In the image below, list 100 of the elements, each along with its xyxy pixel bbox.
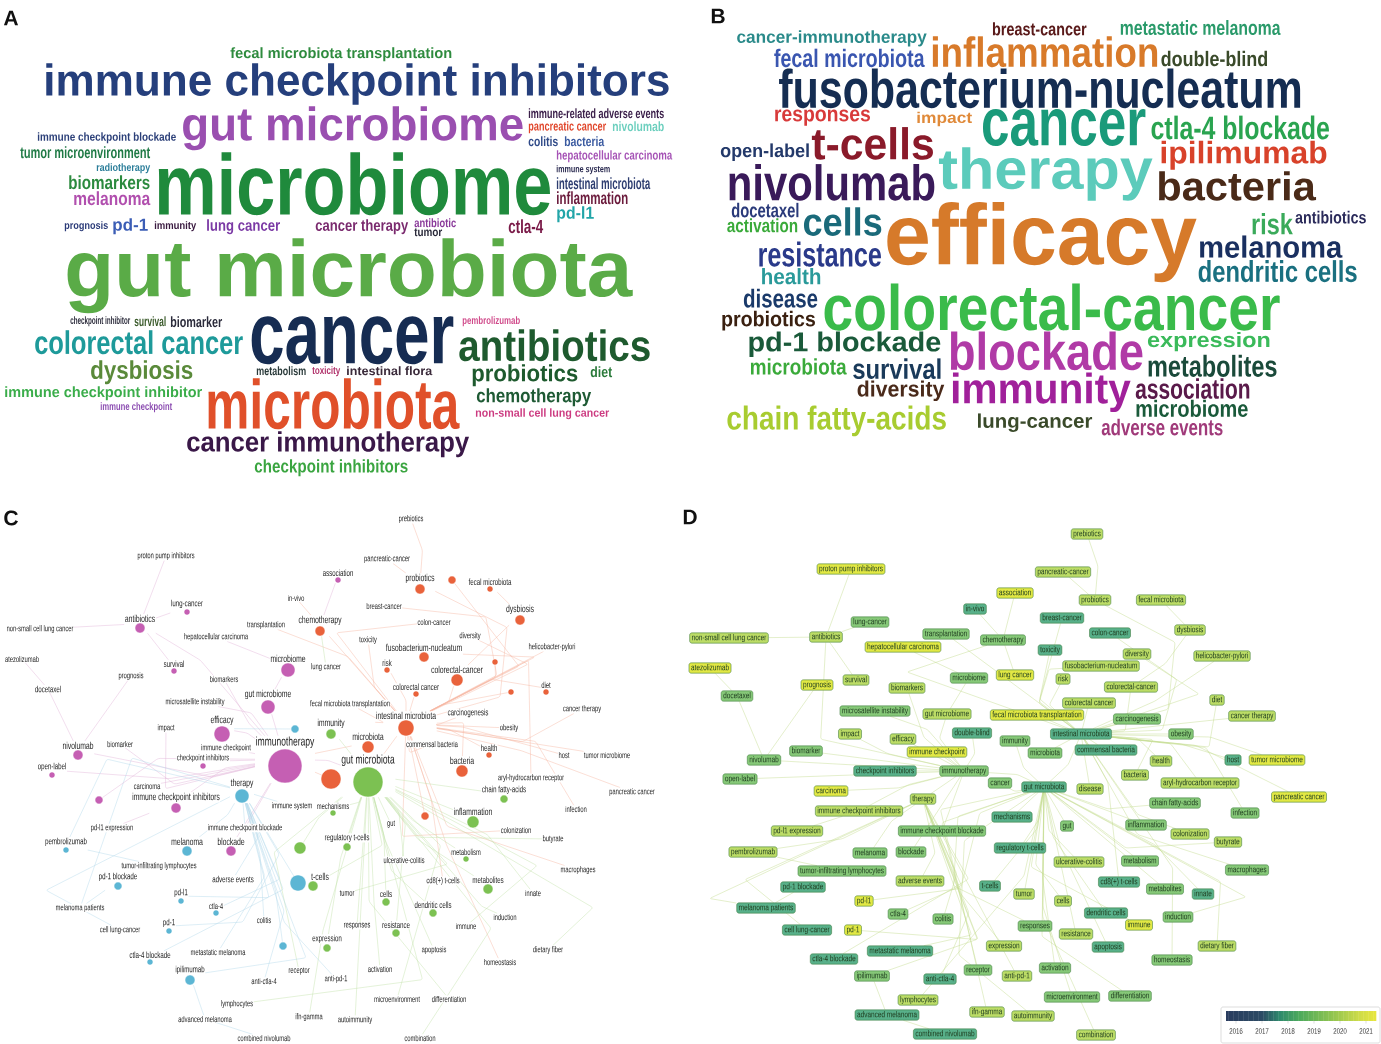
keyword-label: adverse events xyxy=(211,875,255,883)
keyword-label: advanced melanoma xyxy=(177,1015,233,1023)
link-line xyxy=(165,732,256,789)
cloud-word: nivolumab xyxy=(612,121,664,132)
link-line xyxy=(321,636,326,663)
cloud-word: antibiotics xyxy=(1295,210,1366,224)
link-line xyxy=(436,725,559,754)
link-line xyxy=(155,633,265,736)
keyword-node: regulatory t-cells xyxy=(324,833,370,852)
panel-letter: C xyxy=(4,510,18,526)
link-line xyxy=(841,627,855,632)
cloud-word: risk xyxy=(1252,213,1293,235)
link-line xyxy=(412,523,423,574)
cloud-word: docetaxel xyxy=(731,202,799,218)
keyword-label: macrophages xyxy=(560,865,596,875)
keyword-tag: immune checkpoint xyxy=(906,746,968,758)
link-line xyxy=(868,776,943,806)
cloud-word: inflammation xyxy=(932,36,1158,68)
keyword-label: toxicity xyxy=(358,635,378,645)
link-line xyxy=(314,759,341,766)
link-line xyxy=(368,644,396,712)
keyword-tag: inflammation xyxy=(1125,819,1167,831)
keyword-node: blockade xyxy=(217,837,245,857)
cloud-word: immune checkpoint blockade xyxy=(37,132,176,144)
cloud-word: cancer xyxy=(982,109,1146,147)
cloud-word: metastatic melanoma xyxy=(1120,20,1281,35)
keyword-tag: dietary fiber xyxy=(1197,940,1237,952)
keyword-node: pd-1 xyxy=(162,918,176,935)
link-line xyxy=(395,788,531,890)
keyword-label: microenvironment xyxy=(373,995,421,1003)
cloud-word: biomarkers xyxy=(69,175,150,190)
link-line xyxy=(253,794,278,802)
node-label: diet xyxy=(541,681,551,689)
link-line xyxy=(1004,598,1014,635)
node-label: ipilimumab xyxy=(175,965,205,975)
keyword-label: commensal bacteria xyxy=(405,740,459,748)
link-line xyxy=(389,797,456,849)
keyword-tag: microbiota xyxy=(1027,747,1063,759)
cloud-word: lung cancer xyxy=(207,219,280,235)
keyword-tag: breast-cancer xyxy=(1040,612,1085,624)
cloud-word: ctla-4 xyxy=(508,219,544,234)
keyword-tag: prognosis xyxy=(800,679,834,691)
cloud-word: health xyxy=(762,268,821,285)
keyword-tag: expression xyxy=(986,940,1022,952)
keyword-tag: immunotherapy xyxy=(939,765,989,777)
keyword-node: microbiome xyxy=(270,654,306,678)
link-line xyxy=(1111,737,1243,808)
keyword-node: immune checkpoint inhibitors xyxy=(131,792,221,814)
cloud-word: immune-related adverse events xyxy=(528,108,664,119)
link-line xyxy=(81,758,231,904)
link-line xyxy=(950,683,966,709)
keyword-label: melanoma patients xyxy=(55,903,105,913)
keyword-tag: pd-1 xyxy=(844,924,862,936)
link-line xyxy=(822,752,940,769)
keyword-tag: blockade xyxy=(895,846,927,858)
cloud-word: colorectal cancer xyxy=(35,330,243,355)
keyword-label: infection xyxy=(564,805,588,813)
keyword-tag: cancer therapy xyxy=(1228,710,1276,722)
link-line xyxy=(147,633,169,661)
link-line xyxy=(409,697,415,712)
keyword-tag: innate xyxy=(1191,888,1215,900)
link-line xyxy=(847,776,944,791)
link-line xyxy=(873,804,916,848)
link-line xyxy=(155,612,171,619)
link-line xyxy=(367,797,447,996)
link-line xyxy=(1004,645,1014,670)
keyword-tag: cancer xyxy=(988,777,1012,789)
cloud-word: melanoma xyxy=(74,191,151,206)
keyword-node: efficacy xyxy=(210,715,234,743)
link-line xyxy=(775,892,794,903)
keyword-node: gut microbiome xyxy=(244,689,292,715)
cloud-word: chain fatty-acids xyxy=(727,405,946,437)
cloud-word: immune system xyxy=(556,165,610,175)
cloud-word: adverse events xyxy=(1101,418,1223,436)
keyword-node: ctla-4 xyxy=(208,902,224,917)
link-line xyxy=(435,591,508,716)
link-line xyxy=(1082,708,1088,729)
keyword-tag: tumor xyxy=(1013,888,1035,900)
node-label: gut microbiota xyxy=(341,754,395,767)
cloud-word: microbiome xyxy=(1136,399,1248,417)
keyword-node: t-cells xyxy=(307,872,330,892)
node-label: inflammation xyxy=(454,807,492,816)
scale-tick-label: 2021 xyxy=(1359,1028,1373,1034)
link-line xyxy=(395,786,454,810)
link-line xyxy=(227,641,270,659)
cloud-word: survival xyxy=(134,316,166,327)
link-line xyxy=(246,803,283,943)
link-line xyxy=(386,797,498,914)
link-line xyxy=(190,763,256,793)
link-line xyxy=(1053,792,1246,913)
keyword-node: immunity xyxy=(317,718,345,740)
keyword-tag: ctla-4 blockade xyxy=(810,953,858,965)
cloud-word: pancreatic cancer xyxy=(528,121,607,134)
keyword-tag: responses xyxy=(1017,920,1053,932)
link-line xyxy=(1111,733,1169,735)
cloud-word: fecal microbiota transplantation xyxy=(230,47,452,62)
keyword-label: carcinogenesis xyxy=(447,708,489,718)
node-label: association xyxy=(322,569,353,577)
node-label: cells xyxy=(380,890,392,898)
keyword-tag: dendritic cells xyxy=(1084,907,1128,919)
